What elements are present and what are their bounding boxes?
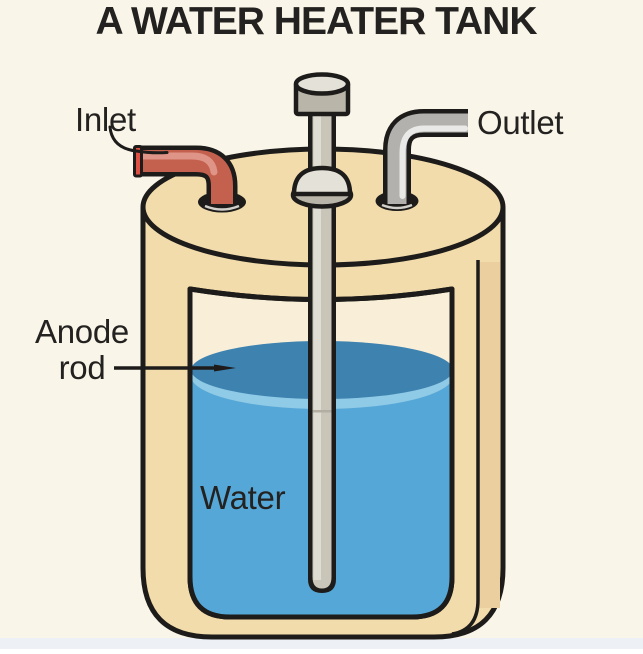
inlet-pipe-highlight: [138, 152, 218, 176]
outlet-pipe-fill: [387, 113, 468, 204]
anode-rod-label-line2: rod: [59, 349, 106, 386]
cap-top-face: [293, 72, 351, 96]
anode-cap: [293, 72, 351, 117]
inlet-hole-lip: [204, 204, 240, 211]
inlet-pipe: [133, 145, 240, 211]
outlet-label: Outlet: [477, 104, 563, 141]
outlet-pipe: [381, 109, 468, 210]
inlet-label: Inlet: [75, 101, 136, 138]
water-label: Water: [200, 479, 286, 516]
inlet-pipe-end-face: [133, 145, 143, 178]
anode-rod-highlight: [313, 92, 321, 580]
anode-leader-tip: [214, 364, 236, 372]
anode-leader-line: [114, 364, 236, 372]
anode-rod-label-line1: Anode: [35, 313, 129, 350]
bottom-edge-strip: [0, 638, 643, 649]
outlet-hole-lip: [381, 203, 413, 210]
anode-rod-joint-line: [312, 410, 332, 413]
anode-rod: [308, 92, 336, 593]
collar-dome: [291, 165, 353, 197]
tank-wall-shade: [478, 262, 500, 608]
anode-collar: [290, 165, 354, 209]
inlet-leader-line: [108, 125, 169, 155]
tank-wall-edge-line: [451, 260, 480, 636]
cutaway-window-outline: [187, 286, 455, 620]
outlet-pipe-highlight: [399, 125, 468, 199]
diagram-title: A WATER HEATER TANK: [95, 0, 537, 43]
